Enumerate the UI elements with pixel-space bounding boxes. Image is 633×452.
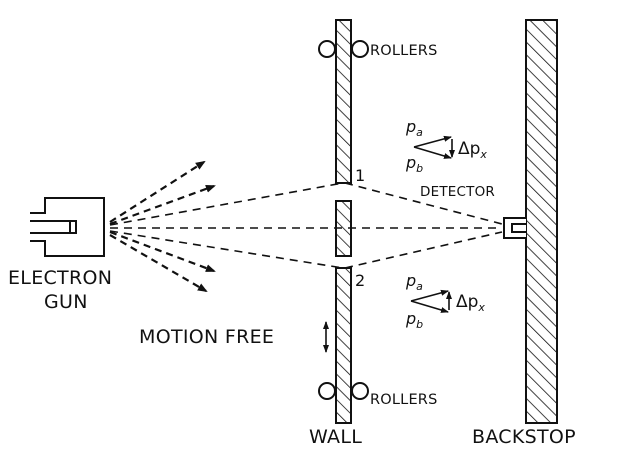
- spray-arrow: [109, 160, 206, 223]
- path-to-hole-1: [109, 182, 344, 226]
- roller-icon: [318, 40, 336, 58]
- upper-pa-label: pa: [405, 117, 423, 139]
- wall-center-plate: [335, 200, 352, 257]
- rollers-top-label: ROLLERS: [370, 43, 438, 59]
- momentum-triangle-upper: [413, 135, 455, 159]
- spray-arrow: [109, 184, 216, 226]
- lower-delta-px-label: Δpx: [456, 292, 485, 314]
- detector-icon: [503, 217, 526, 239]
- electron-gun-label-line1: ELECTRON: [8, 267, 112, 289]
- roller-icon: [351, 40, 369, 58]
- rollers-bottom-label: ROLLERS: [370, 392, 438, 408]
- rollers-top: [318, 40, 369, 58]
- hole-2-label: 2: [355, 271, 365, 290]
- roller-icon: [318, 382, 336, 400]
- spray-arrow: [109, 230, 216, 273]
- backstop: [525, 19, 558, 424]
- rollers-bottom: [318, 382, 369, 400]
- roller-icon: [351, 382, 369, 400]
- spray-arrow: [109, 234, 208, 293]
- detector: [503, 217, 526, 239]
- electron-gun: [30, 197, 105, 257]
- electron-gun-body: [30, 197, 105, 257]
- hole-1-label: 1: [355, 166, 365, 185]
- electron-gun-label-line2: GUN: [44, 291, 88, 313]
- electron-gun-filament: [30, 220, 77, 234]
- electron-spray: [109, 160, 216, 293]
- backstop-label: BACKSTOP: [472, 426, 576, 448]
- lower-pa-label: pa: [405, 271, 423, 293]
- electron-paths: [109, 182, 503, 269]
- wall: [335, 19, 352, 424]
- wall-upper-segment: [335, 19, 352, 184]
- wall-lower-segment: [335, 267, 352, 424]
- path-to-hole-2: [109, 230, 344, 269]
- lower-pb-label: pb: [405, 309, 423, 331]
- motion-free-label: MOTION FREE: [139, 326, 274, 348]
- upper-pb-label: pb: [405, 153, 423, 175]
- upper-delta-px-label: Δpx: [458, 139, 487, 161]
- wall-label: WALL: [309, 426, 362, 448]
- momentum-triangle-lower: [410, 289, 452, 313]
- detector-label: DETECTOR: [420, 184, 495, 200]
- path-hole-2-to-detector: [344, 231, 503, 269]
